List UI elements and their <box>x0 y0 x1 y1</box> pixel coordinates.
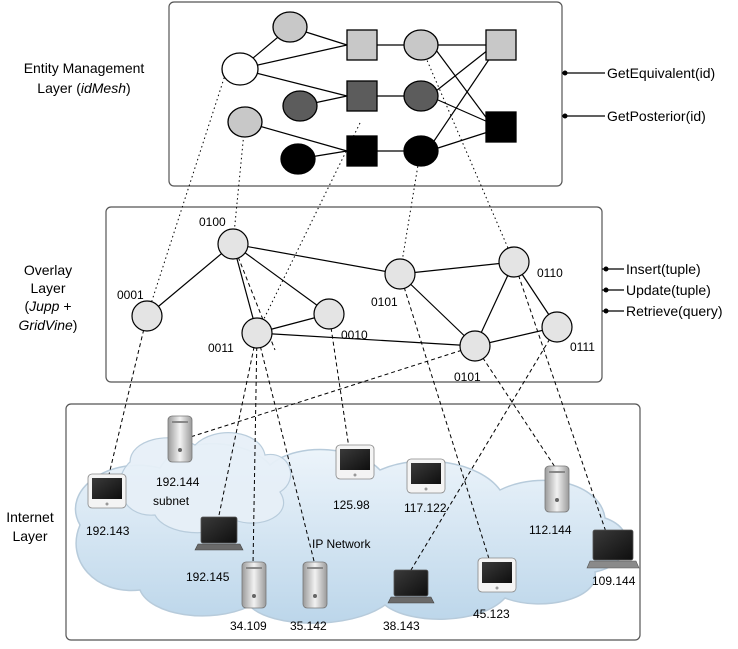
server-tower-icon <box>544 465 570 513</box>
api-get-equivalent: GetEquivalent(id) <box>607 65 715 81</box>
api-update: Update(tuple) <box>626 282 711 298</box>
entity-square-light <box>346 29 378 61</box>
entity-node-dark <box>280 143 316 175</box>
laptop-icon <box>387 569 435 604</box>
entity-square-mid <box>346 80 378 112</box>
connector-dot <box>562 70 568 76</box>
overlay-node-id: 0010 <box>341 328 368 342</box>
entity-node-light <box>403 29 439 61</box>
server-tower-icon <box>302 561 328 609</box>
svg-text:Layer (idMesh): Layer (idMesh) <box>37 80 130 96</box>
svg-text:Layer: Layer <box>30 280 65 296</box>
overlay-node <box>241 317 273 349</box>
subnet-label: subnet <box>153 494 190 508</box>
server-tower-icon <box>167 415 193 463</box>
overlay-node-id: 0011 <box>208 341 234 355</box>
host-labels: 192.144 192.143 192.145 125.98 117.122 1… <box>86 475 636 633</box>
overlay-node <box>384 258 416 290</box>
overlay-node-id: 0001 <box>117 288 144 302</box>
connector-dot <box>562 113 568 119</box>
entity-square-dark <box>346 135 378 167</box>
overlay-layer-label: Overlay Layer (Jupp + GridVine) <box>19 262 78 333</box>
imac-icon <box>87 473 127 509</box>
laptop-icon <box>194 516 244 551</box>
laptop-icon <box>586 529 640 569</box>
overlay-node-id: 0101 <box>454 370 481 384</box>
host-ip: 125.98 <box>333 498 370 512</box>
imac-icon <box>406 458 446 494</box>
connector-dot <box>603 308 609 314</box>
svg-text:Layer: Layer <box>12 528 47 544</box>
overlay-api: Insert(tuple) Update(tuple) Retrieve(que… <box>602 261 722 319</box>
ip-network-label: IP Network <box>312 537 371 551</box>
entity-layer-label: Entity Management Layer (idMesh) <box>24 60 145 96</box>
entity-graph <box>221 11 517 175</box>
entity-node-mid <box>403 80 439 112</box>
host-ip: 192.145 <box>186 570 230 584</box>
entity-square-dark <box>485 111 517 143</box>
api-get-posterior: GetPosterior(id) <box>607 108 706 124</box>
connector-dot <box>603 287 609 293</box>
overlay-to-internet-links <box>105 243 607 576</box>
overlay-node-id: 0110 <box>537 266 563 280</box>
overlay-node-id: 0101 <box>371 295 398 309</box>
overlay-graph: 0001 0100 0011 0010 0101 0101 0110 0111 <box>117 215 595 384</box>
host-ip: 192.143 <box>86 524 130 538</box>
entity-square-light <box>485 29 517 61</box>
entity-node-dark <box>403 135 439 167</box>
api-insert: Insert(tuple) <box>626 261 701 277</box>
overlay-node-id: 0100 <box>199 215 226 229</box>
svg-text:Internet: Internet <box>6 509 54 525</box>
host-ip: 35.142 <box>290 619 327 633</box>
overlay-node <box>498 246 530 278</box>
overlay-node <box>313 298 345 330</box>
imac-icon <box>335 444 375 480</box>
entity-to-overlay-links <box>146 43 515 334</box>
svg-text:(Jupp +: (Jupp + <box>24 298 71 314</box>
svg-text:Overlay: Overlay <box>24 262 72 278</box>
entity-node-light <box>272 11 308 43</box>
entity-node-white <box>221 52 259 86</box>
host-ip: 45.123 <box>473 607 510 621</box>
host-ip: 192.144 <box>156 475 200 489</box>
svg-text:Entity Management: Entity Management <box>24 60 145 76</box>
entity-api: GetEquivalent(id) GetPosterior(id) <box>562 65 715 124</box>
host-ip: 109.144 <box>592 574 636 588</box>
api-retrieve: Retrieve(query) <box>626 303 722 319</box>
server-tower-icon <box>241 561 267 609</box>
svg-text:GridVine): GridVine) <box>19 317 78 333</box>
host-ip: 34.109 <box>230 619 267 633</box>
host-ip: 112.144 <box>529 523 572 537</box>
overlay-node <box>541 311 573 343</box>
overlay-node-id: 0111 <box>570 340 595 354</box>
host-ip: 38.143 <box>383 619 420 633</box>
overlay-node <box>217 228 249 260</box>
imac-icon <box>477 557 517 593</box>
entity-node-light <box>227 106 263 138</box>
entity-node-mid <box>282 90 318 122</box>
internet-layer-label: Internet Layer <box>6 509 54 544</box>
connector-dot <box>603 266 609 272</box>
overlay-node <box>459 330 491 362</box>
overlay-node <box>131 300 163 332</box>
host-ip: 117.122 <box>404 501 447 515</box>
overlay-layer-panel <box>105 206 603 383</box>
